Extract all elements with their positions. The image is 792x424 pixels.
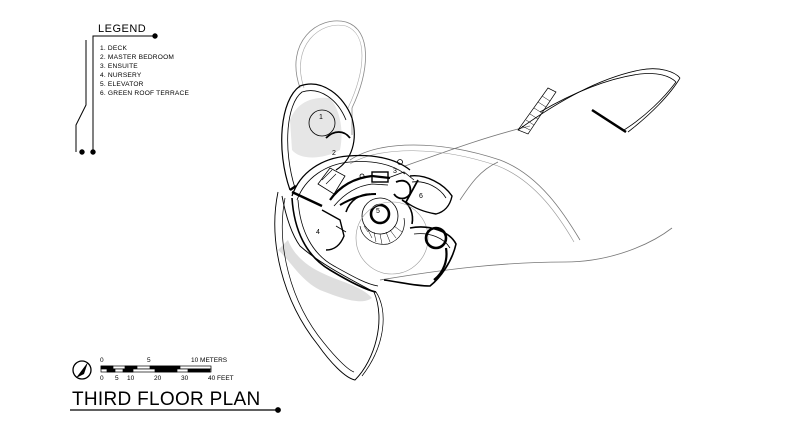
terrace-wing-wall — [405, 175, 453, 215]
ensuite-wall — [387, 171, 415, 181]
courtyard-circle — [355, 201, 429, 275]
ensuite-fixture — [397, 159, 403, 165]
legend-leader-dot — [90, 149, 96, 155]
tower-wing-bold-edge — [433, 247, 448, 281]
scale-feet-5: 5 — [115, 375, 119, 382]
bedroom-lower-wall — [333, 183, 389, 207]
scale-feet-10: 10 — [127, 375, 135, 382]
legend-leader-dot — [79, 149, 85, 155]
deck-round-table — [308, 109, 336, 137]
sculpted-arc-structure — [623, 81, 677, 131]
scale-feet-30: 30 — [181, 375, 189, 382]
legend-item: 3. ENSUITE — [100, 63, 138, 71]
nursery-wall-thin — [335, 225, 347, 233]
room-number-ensuite: 3 — [393, 168, 397, 175]
sculpted-arc-structure — [539, 73, 677, 113]
outer-arc-curve — [379, 227, 673, 281]
room-number-elevator: 5 — [376, 208, 380, 215]
spiral-stair-treads — [363, 225, 403, 245]
legend-item: 5. ELEVATOR — [100, 81, 144, 89]
elevator-cab — [369, 203, 391, 225]
deck-edge-bold — [325, 131, 351, 139]
nursery-wall — [321, 209, 345, 251]
core-outer-wall-inner — [296, 161, 406, 201]
scale-feet-20: 20 — [154, 375, 162, 382]
terrace-wing-edge-bold — [405, 179, 419, 203]
legend-leader-lines — [75, 35, 155, 152]
sculpted-arc-thick-edge — [591, 108, 627, 134]
lower-petal-terrace-inner — [282, 197, 355, 373]
outer-arc-curve — [459, 161, 499, 201]
scale-meters-0: 0 — [100, 357, 104, 364]
legend-item: 6. GREEN ROOF TERRACE — [100, 90, 190, 98]
bedroom-wall-segment — [339, 193, 377, 206]
lower-petal-terrace — [274, 191, 380, 381]
scale-meters-10: 10 METERS — [191, 357, 228, 364]
scale-bar — [100, 365, 212, 373]
legend-title: LEGEND — [98, 23, 147, 35]
room-number-master-bedroom: 2 — [332, 150, 336, 157]
green-roof-shading — [278, 240, 372, 302]
room-number-deck: 1 — [319, 114, 323, 121]
scale-meters-5: 5 — [147, 357, 151, 364]
bedroom-bed — [317, 167, 346, 195]
upper-dome-outline — [295, 20, 366, 135]
outer-arc-curve — [404, 125, 531, 167]
upper-dome-outline-inner — [300, 24, 363, 109]
legend-list: 1. DECK 2. MASTER BEDROOM 3. ENSUITE 4. … — [100, 44, 189, 99]
tower-wing-wall-inner — [413, 233, 451, 249]
nursery-outer-wall — [291, 197, 377, 293]
upper-petal-wall — [281, 83, 355, 191]
core-inner-wall — [345, 193, 371, 213]
round-tower — [424, 226, 448, 250]
sculpted-arc-structure — [627, 77, 681, 133]
ensuite-fixture — [359, 173, 365, 179]
legend-item: 4. NURSERY — [100, 72, 142, 80]
lower-petal-right-edge — [361, 291, 384, 377]
upper-petal-wall-inner — [287, 90, 347, 189]
legend-item: 1. DECK — [100, 45, 128, 52]
core-inner-wall — [401, 199, 414, 225]
legend-item: 2. MASTER BEDROOM — [100, 54, 175, 62]
sculpted-arc-structure — [517, 68, 681, 131]
tower-wing-wall — [383, 226, 457, 287]
room-number-nursery: 4 — [316, 229, 320, 236]
terrace-wing-wall-inner — [411, 181, 447, 199]
scale-feet-40: 40 FEET — [208, 375, 234, 382]
outer-arc-curve — [349, 150, 575, 243]
ensuite-bath — [393, 179, 412, 200]
outer-arc-curve — [349, 144, 581, 241]
exterior-stair-treads — [521, 95, 551, 131]
title-underline-dot — [275, 407, 281, 413]
north-arrow — [72, 360, 92, 380]
nursery-wall-bold — [289, 185, 323, 208]
core-outer-wall — [291, 154, 411, 197]
legend-leader-dot — [152, 33, 158, 39]
ensuite-vanity — [371, 171, 389, 183]
room-number-green-roof-terrace: 6 — [419, 193, 423, 200]
scale-feet-0: 0 — [100, 375, 104, 382]
nursery-outer-wall-inner — [297, 199, 379, 287]
deck-shading — [290, 97, 342, 158]
spiral-stair — [359, 217, 405, 245]
elevator-shaft-outline — [361, 197, 399, 235]
bedroom-bed-pillow — [321, 169, 337, 185]
plan-title: THIRD FLOOR PLAN — [72, 389, 261, 410]
